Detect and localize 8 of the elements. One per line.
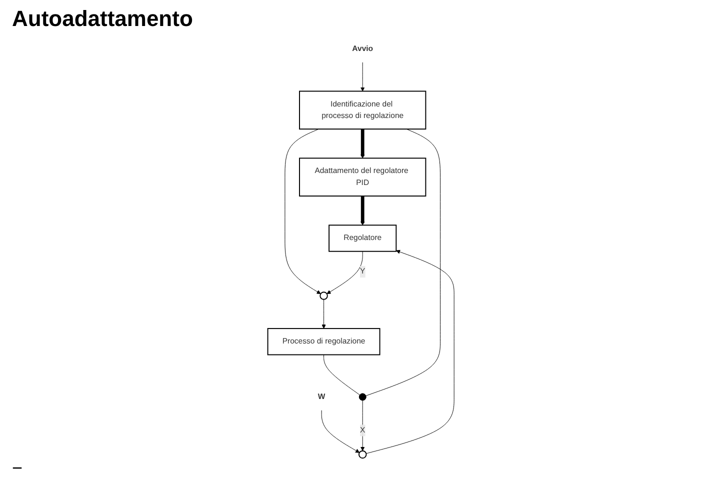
connector bbox=[324, 354, 360, 396]
node-circle bbox=[358, 450, 367, 459]
arrow bbox=[360, 129, 365, 158]
connector bbox=[366, 128, 441, 396]
diagram-title: Autoadattamento bbox=[12, 6, 194, 32]
arrow bbox=[360, 196, 365, 226]
sign-label: − bbox=[12, 458, 23, 478]
node-circle bbox=[320, 292, 328, 300]
